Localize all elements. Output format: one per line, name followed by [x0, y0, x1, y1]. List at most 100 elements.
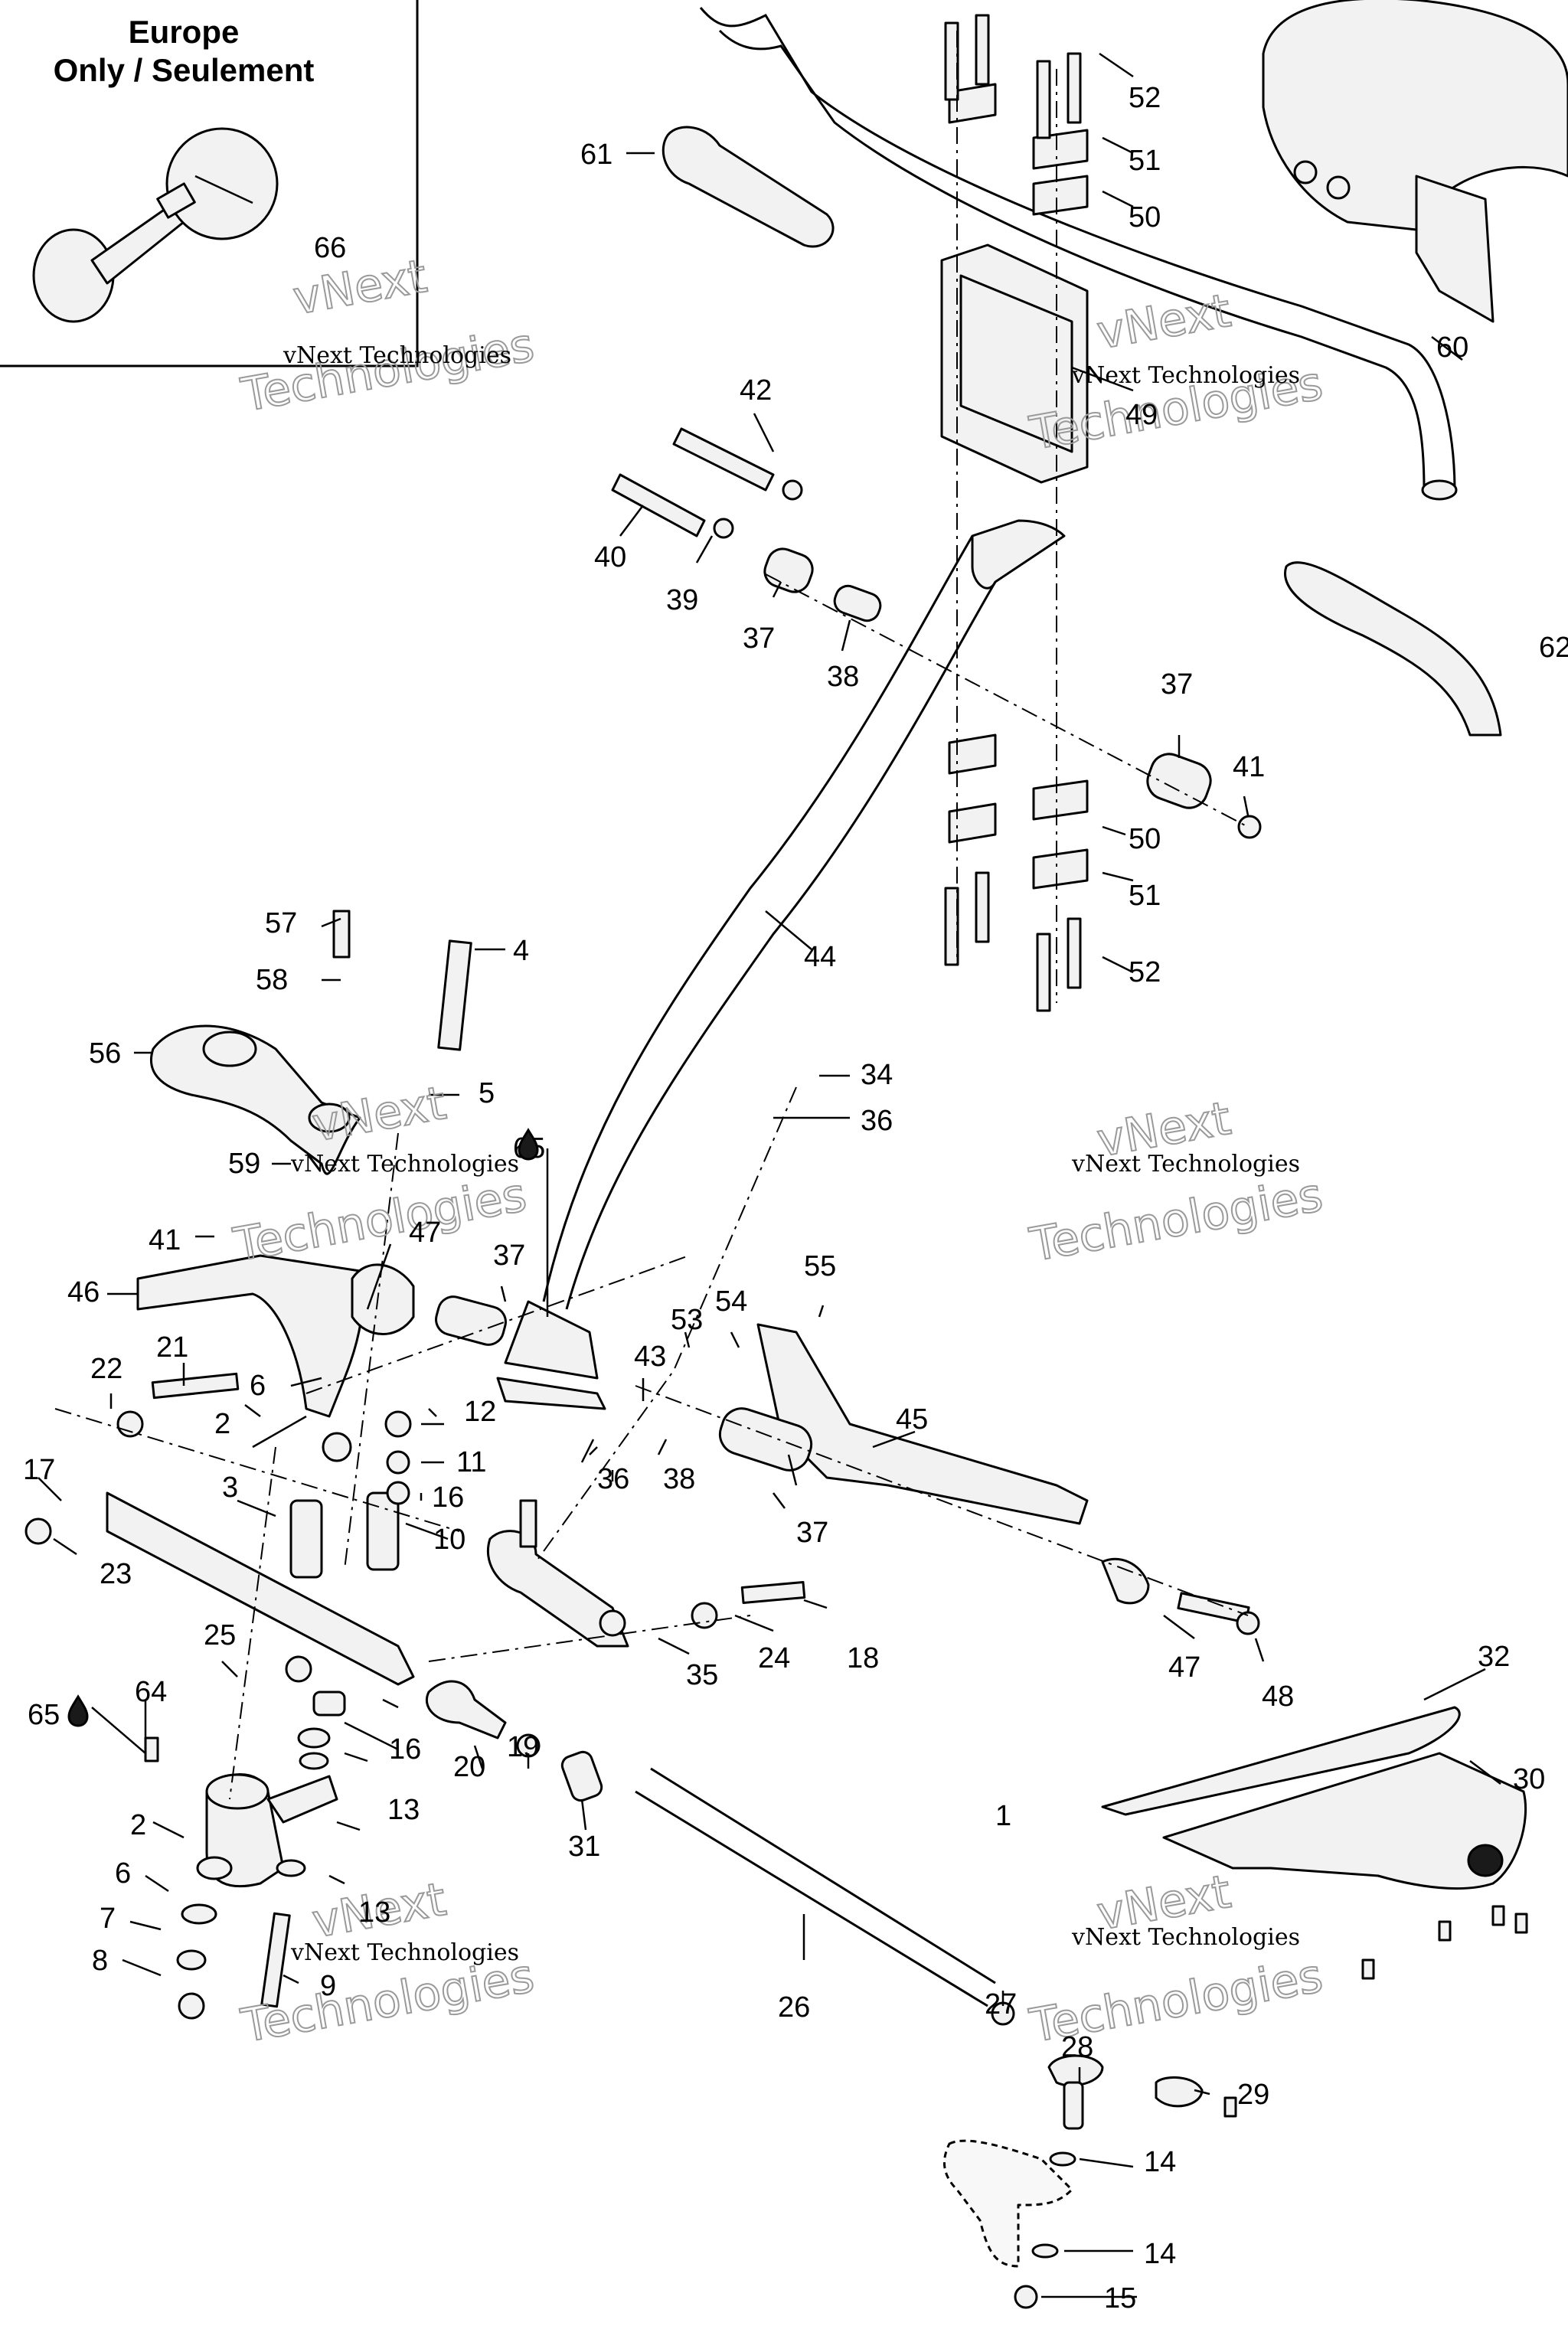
- part-callout: 18: [847, 1642, 879, 1674]
- part-callout: 16: [389, 1733, 421, 1766]
- inset-title-line2: Only / Seulement: [54, 52, 315, 88]
- part-callout: 47: [409, 1217, 441, 1249]
- part-callout: 29: [1237, 2079, 1269, 2111]
- part-callout: 11: [456, 1446, 486, 1478]
- watermark-line1: vNext: [309, 1076, 450, 1152]
- watermark-caption: vNext Technologies: [1071, 1924, 1300, 1951]
- part-callout: 42: [740, 374, 772, 407]
- part-callout: 23: [100, 1558, 132, 1590]
- part-callout: 47: [1168, 1651, 1200, 1684]
- part-callout: 45: [896, 1403, 928, 1436]
- watermark-caption: vNext Technologies: [1071, 1151, 1300, 1178]
- boot-cover-32-part: [1101, 1706, 1461, 1816]
- handlebar-pad-part: [1262, 0, 1568, 323]
- oil-drop-icon: [518, 1128, 539, 1161]
- part-callout: 31: [568, 1831, 600, 1863]
- inset-title-line1: Europe: [129, 14, 240, 50]
- part-callout: 39: [666, 584, 698, 616]
- part-callout: 22: [90, 1353, 122, 1385]
- part-callout: 62: [1539, 632, 1568, 664]
- part-callout: 8: [92, 1945, 108, 1977]
- spacer-parts: [24, 1372, 412, 1683]
- part-callout: 1: [995, 1800, 1011, 1832]
- part-callout: 30: [1513, 1763, 1545, 1795]
- pitman-arm-part: [106, 1491, 415, 1686]
- part-callout: 36: [861, 1105, 893, 1137]
- part-callout: 37: [1161, 668, 1193, 701]
- part-callout: 26: [778, 1991, 810, 2024]
- watermark-line1: vNext: [289, 250, 431, 325]
- part-callout: 2: [214, 1408, 230, 1440]
- bolt-57-part: [332, 910, 351, 959]
- steering-bolt-16-part: [312, 1690, 346, 1717]
- part-callout: 9: [320, 1970, 336, 2002]
- part-callout: 19: [507, 1731, 539, 1763]
- part-callout: 61: [580, 139, 612, 171]
- grip-left-part: [662, 126, 835, 248]
- part-callout: 52: [1129, 956, 1161, 988]
- part-callout: 52: [1129, 82, 1161, 114]
- part-callout: 53: [671, 1304, 703, 1336]
- part-callout: 12: [464, 1396, 496, 1428]
- part-callout: 48: [1262, 1681, 1294, 1713]
- leader-lines: [38, 52, 1501, 2298]
- part-callout: 40: [594, 541, 626, 573]
- part-callout: 32: [1478, 1641, 1510, 1673]
- part-callouts: 1 2 2 3 4 5 6 6 7 8 9 10 11 12 13 13 14 …: [23, 82, 1568, 2314]
- part-callout: 6: [250, 1370, 266, 1402]
- watermark-caption: vNext Technologies: [290, 1939, 519, 1966]
- part-callout: 10: [433, 1524, 466, 1556]
- handlebar-part: [699, 7, 1458, 501]
- part-callout: 37: [493, 1240, 525, 1272]
- steering-column-part: [496, 535, 997, 1410]
- part-callout: 54: [715, 1285, 747, 1318]
- part-callout: 60: [1436, 332, 1468, 364]
- europe-inset: Europe Only / Seulement: [0, 0, 419, 368]
- bracket-56-part: [149, 1024, 361, 1175]
- part-callout: 5: [479, 1077, 495, 1109]
- watermark-line1: vNext: [1093, 284, 1235, 360]
- part-callout: 3: [222, 1472, 238, 1504]
- part-callout: 4: [513, 935, 529, 967]
- watermark-line2: Technologies: [230, 1168, 531, 1272]
- part-callout: 38: [827, 661, 859, 693]
- part-callout: 50: [1129, 823, 1161, 855]
- part-callout: 7: [100, 1903, 116, 1935]
- column-bushings: [611, 427, 1262, 839]
- watermark-line2: Technologies: [237, 318, 538, 423]
- part-callout: 27: [985, 1988, 1017, 2020]
- part-callout: 56: [89, 1037, 121, 1070]
- watermark-group: vNext Technologies vNext Technologies vN…: [229, 249, 1328, 2054]
- watermark-caption: vNext Technologies: [1071, 362, 1300, 389]
- part-callout: 57: [265, 907, 297, 939]
- part-callout: 35: [686, 1659, 718, 1691]
- watermark-line2: Technologies: [1026, 1168, 1327, 1272]
- part-callout: 25: [204, 1619, 236, 1651]
- part-callout: 36: [597, 1463, 629, 1495]
- part-callout: 65: [28, 1699, 60, 1731]
- part-callout: 37: [796, 1517, 828, 1549]
- part-callout: 49: [1125, 399, 1158, 431]
- part-callout: 43: [634, 1341, 666, 1373]
- part-callout: 64: [135, 1676, 167, 1708]
- part-callout: 58: [256, 964, 288, 996]
- bolt-4-part: [437, 939, 472, 1051]
- part-callout: 2: [130, 1809, 146, 1841]
- watermark-caption: vNext Technologies: [283, 342, 511, 369]
- steering-arm-lower-part: [144, 1727, 338, 2020]
- part-callout: 24: [758, 1642, 790, 1674]
- riser-part: [940, 243, 1089, 590]
- part-callout: 66: [314, 232, 346, 264]
- watermark-caption: vNext Technologies: [290, 1151, 519, 1178]
- tie-rod-lower-part: [426, 1680, 1204, 2309]
- oil-drop-icon: [67, 1694, 89, 1727]
- part-callout: 28: [1061, 2031, 1093, 2063]
- clamp-parts: [948, 83, 1089, 890]
- part-callout: 14: [1144, 2146, 1176, 2178]
- part-callout: 17: [23, 1454, 55, 1486]
- spindle-outline-part: [942, 2139, 1073, 2268]
- part-callout: 41: [149, 1224, 181, 1256]
- part-callout: 51: [1129, 145, 1161, 177]
- part-callout: 38: [663, 1463, 695, 1495]
